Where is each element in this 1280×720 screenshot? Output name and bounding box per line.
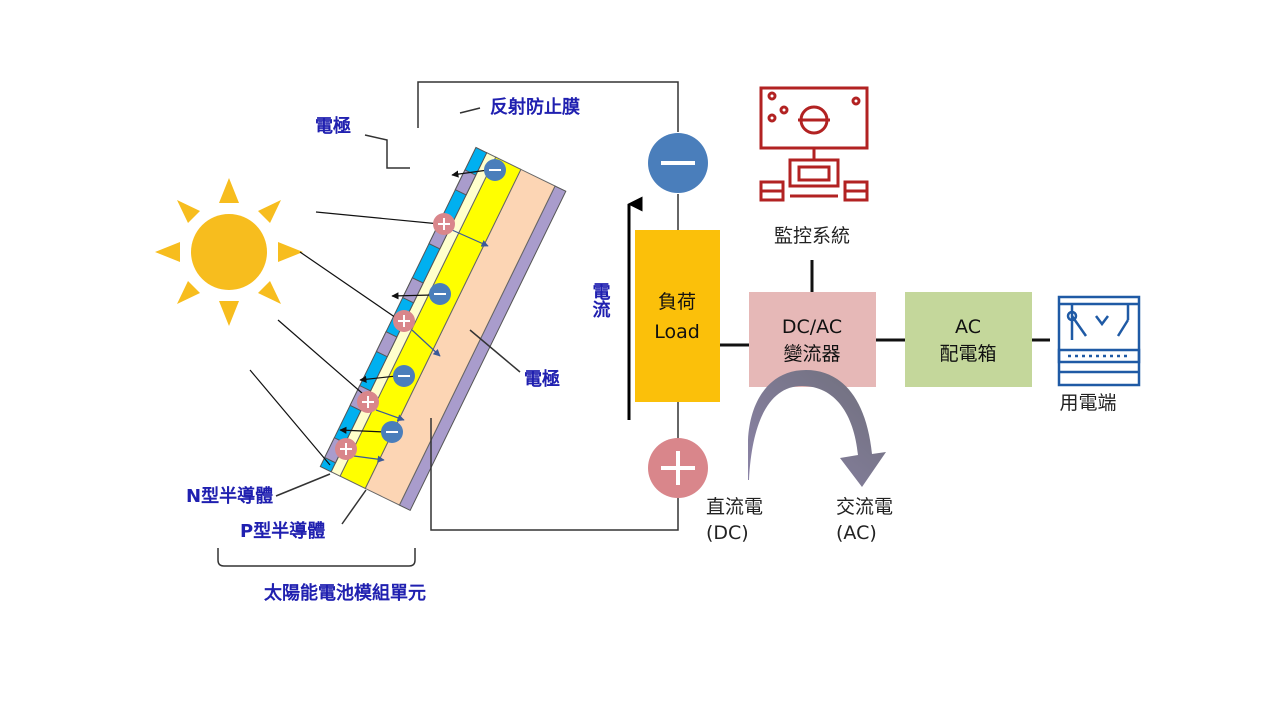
- positive-terminal: [648, 438, 708, 498]
- load-box-line2: Load: [654, 321, 700, 343]
- negative-carriers: [381, 159, 506, 443]
- carrier-arrows: [339, 169, 489, 463]
- negative-carrier: [429, 283, 451, 305]
- electrode-right-label: 電極: [524, 368, 560, 390]
- monitor-label: 監控系統: [774, 225, 850, 247]
- system-connections: [720, 260, 1050, 347]
- n-type-label: N型半導體: [186, 485, 273, 507]
- negative-terminal: [648, 133, 708, 193]
- user-load-icon: [1057, 295, 1141, 387]
- ac-label: 交流電: [836, 496, 893, 518]
- current-label-text: 電流: [590, 282, 611, 318]
- light-rays: [249, 211, 441, 466]
- dc-to-ac-arrow: [748, 370, 886, 487]
- circuit-wires: [417, 81, 679, 531]
- positive-carrier: [393, 310, 415, 332]
- positive-carriers: [335, 213, 455, 460]
- positive-carrier: [335, 438, 357, 460]
- negative-carrier: [393, 365, 415, 387]
- leader-lines: [275, 107, 521, 525]
- positive-carrier: [357, 391, 379, 413]
- negative-carrier: [484, 159, 506, 181]
- user-label: 用電端: [1059, 392, 1116, 414]
- current-label: 電流: [590, 282, 611, 318]
- module-unit-label: 太陽能電池模組單元: [264, 582, 426, 604]
- electrode-top-label: 電極: [315, 115, 351, 137]
- dc-label: 直流電: [706, 496, 763, 518]
- module-bracket: [217, 548, 416, 567]
- inverter-box-line1: DC/AC: [782, 316, 842, 338]
- positive-carrier: [433, 213, 455, 235]
- dc-sub-label: (DC): [706, 522, 749, 544]
- monitoring-system-icon: [759, 86, 869, 202]
- negative-carrier: [381, 421, 403, 443]
- load-box: [635, 230, 720, 402]
- ac-distribution-box: [905, 292, 1032, 387]
- ac-box-line1: AC: [955, 316, 981, 338]
- inverter-box-line2: 變流器: [783, 343, 840, 365]
- p-type-label: P型半導體: [240, 520, 325, 542]
- load-box-line1: 負荷: [658, 291, 696, 313]
- anti-reflection-label: 反射防止膜: [490, 96, 580, 118]
- ac-sub-label: (AC): [836, 522, 877, 544]
- sun-icon: [155, 178, 303, 326]
- ac-box-line2: 配電箱: [939, 343, 996, 365]
